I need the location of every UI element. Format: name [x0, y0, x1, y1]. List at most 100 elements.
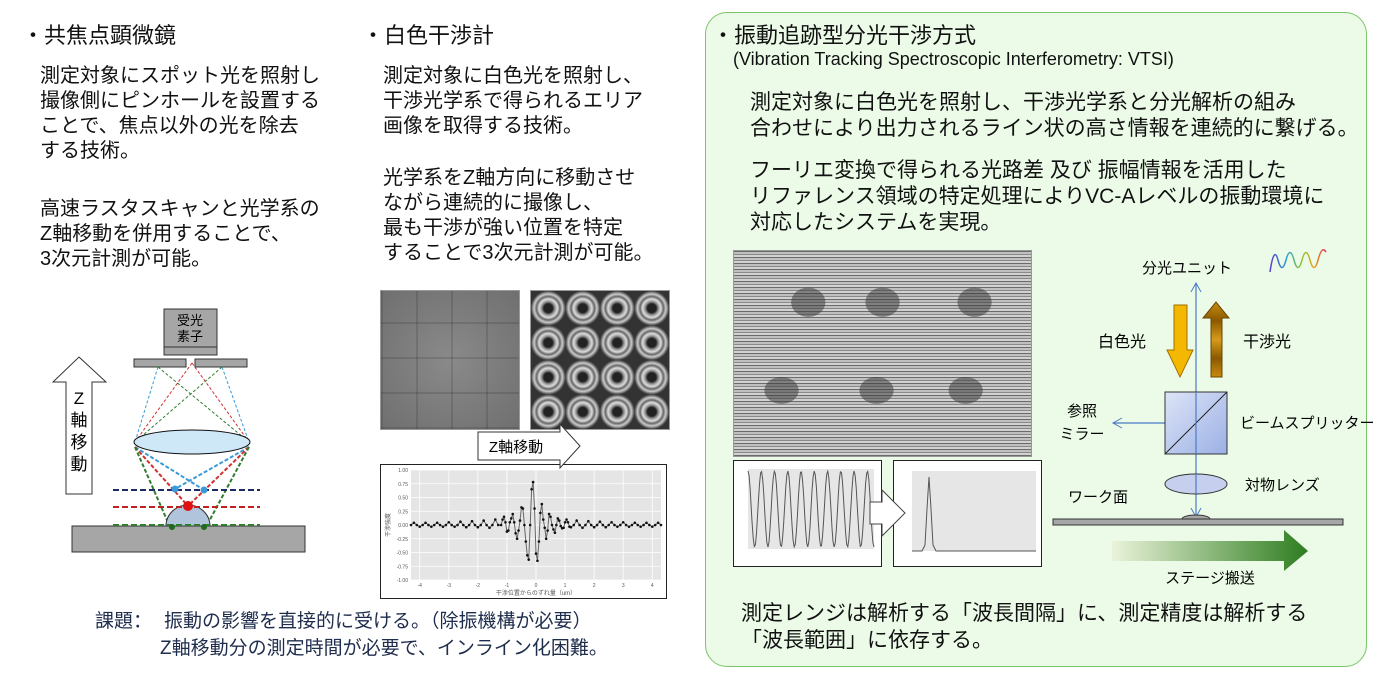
data-point — [521, 507, 525, 510]
data-point — [639, 525, 642, 528]
data-point — [456, 523, 459, 527]
confocal-description: 測定対象にスポット光を照射し 撮像側にピンホールを設置する ことで、焦点以外の光… — [40, 64, 320, 164]
z-arrow-char: Z — [74, 389, 84, 408]
data-point — [424, 521, 427, 525]
right-arrow-icon — [869, 488, 906, 538]
vtsi-line-image — [733, 250, 1032, 457]
data-point — [650, 525, 654, 528]
x-tick-label: -2 — [476, 583, 481, 589]
text-line: 測定レンジは解析する「波長間隔」に、測定精度は解析する — [741, 602, 1308, 625]
data-point — [496, 523, 500, 527]
x-axis-label: 干渉位置からのずれ量（um） — [496, 589, 576, 597]
data-point — [511, 512, 515, 516]
y-tick-label: 0.50 — [398, 496, 408, 502]
z-arrow-char: 軸 — [71, 411, 88, 430]
text-line: 「波長範囲」に依存する。 — [741, 629, 993, 652]
data-point — [587, 519, 590, 523]
data-point — [523, 523, 526, 527]
y-tick-label: -0.50 — [397, 551, 409, 557]
data-point — [546, 529, 549, 532]
data-point — [527, 558, 531, 561]
confocal-title: ・共焦点顕微鏡 — [22, 23, 177, 48]
text-line: 光学系をZ軸方向に移動させ — [383, 167, 636, 189]
data-point — [565, 518, 568, 521]
data-point — [598, 520, 602, 523]
data-point — [435, 521, 439, 525]
stage — [1052, 518, 1344, 526]
y-tick-label: 0.00 — [398, 523, 408, 529]
z-move-arrow: Z軸移動 — [477, 422, 581, 470]
confocal-capability: 高速ラスタスキャンと光学系の Z軸移動を併用することで、 3次元計測が可能。 — [40, 197, 320, 272]
text-line: 干渉光学系で得られるエリア — [383, 90, 643, 112]
text-line: 画像を取得する技術。 — [383, 115, 583, 137]
data-point — [624, 523, 628, 527]
data-point — [427, 523, 430, 527]
data-point — [514, 531, 517, 535]
text-line: ながら連続的に撮像し、 — [383, 192, 603, 214]
z-arrow-char: 動 — [71, 455, 88, 474]
vtsi-title: ・振動追跡型分光干渉方式 — [712, 23, 977, 48]
right-arrow-icon — [477, 422, 581, 470]
data-point — [507, 529, 510, 532]
intensity-wave-chart — [733, 460, 882, 567]
data-point — [512, 520, 516, 524]
data-point — [409, 523, 413, 527]
data-point — [592, 525, 596, 529]
data-point — [536, 559, 539, 563]
spectrum-wave-icon — [1269, 249, 1327, 273]
data-point — [533, 507, 536, 510]
data-point — [604, 525, 608, 529]
data-point — [447, 520, 451, 524]
text-line: 3次元計測が可能。 — [40, 248, 212, 270]
objective-lens-label: 対物レンズ — [1245, 477, 1320, 494]
y-tick-label: 0.75 — [398, 482, 408, 488]
text-line: 測定対象に白色光を照射し、 — [383, 65, 643, 87]
wli-title: ・白色干渉計 — [362, 23, 495, 48]
defocused-image — [380, 290, 520, 430]
data-point — [613, 523, 616, 527]
data-point — [550, 523, 554, 527]
data-point — [501, 518, 504, 521]
data-point — [444, 523, 448, 527]
text-line: 撮像側にピンホールを設置する — [40, 90, 320, 112]
data-point — [467, 523, 471, 527]
data-point — [556, 517, 560, 520]
data-point — [479, 523, 483, 527]
data-point — [432, 523, 436, 527]
data-point — [537, 540, 541, 543]
data-point — [566, 520, 570, 524]
x-tick-label: 0 — [535, 583, 538, 589]
data-point — [530, 487, 533, 491]
vtsi-feature: フーリエ変換で得られる光路差 及び 振幅情報を活用した リファレンス領域の特定処… — [750, 158, 1324, 236]
data-point — [659, 523, 663, 527]
data-point — [627, 525, 631, 528]
data-point — [648, 523, 651, 527]
vtsi-subtitle: (Vibration Tracking Spectroscopic Interf… — [733, 49, 1174, 69]
x-tick-label: -1 — [505, 583, 510, 589]
data-point — [517, 529, 520, 532]
data-point — [415, 523, 419, 527]
data-point — [462, 523, 465, 527]
wli-capability: 光学系をZ軸方向に移動させ ながら連続的に撮像し、 最も干渉が強い位置を特定 す… — [383, 166, 654, 266]
data-point — [539, 511, 542, 515]
data-point — [616, 525, 619, 528]
data-point — [630, 523, 634, 527]
beam-splitter-label: ビームスプリッター — [1240, 415, 1375, 432]
interference-fringe-image — [530, 290, 670, 430]
data-point — [572, 523, 576, 527]
data-point — [607, 523, 610, 527]
data-point — [534, 552, 538, 555]
data-point — [645, 521, 648, 525]
data-point — [482, 519, 485, 522]
data-point — [473, 523, 477, 527]
wli-description: 測定対象に白色光を照射し、 干渉光学系で得られるエリア 画像を取得する技術。 — [383, 64, 643, 139]
data-point — [552, 528, 555, 531]
text-line: 高速ラスタスキャンと光学系の — [40, 198, 320, 220]
vtsi-footer: 測定レンジは解析する「波長間隔」に、測定精度は解析する 「波長範囲」に依存する。 — [741, 600, 1307, 654]
text-line: フーリエ変換で得られる光路差 及び 振幅情報を活用した — [750, 159, 1287, 182]
data-point — [438, 523, 442, 527]
interference-light-arrow-icon — [1201, 301, 1231, 378]
data-point — [563, 520, 567, 524]
issue-line: Z軸移動分の測定時間が必要で、インライン化困難。 — [160, 638, 608, 659]
data-point — [508, 520, 512, 524]
